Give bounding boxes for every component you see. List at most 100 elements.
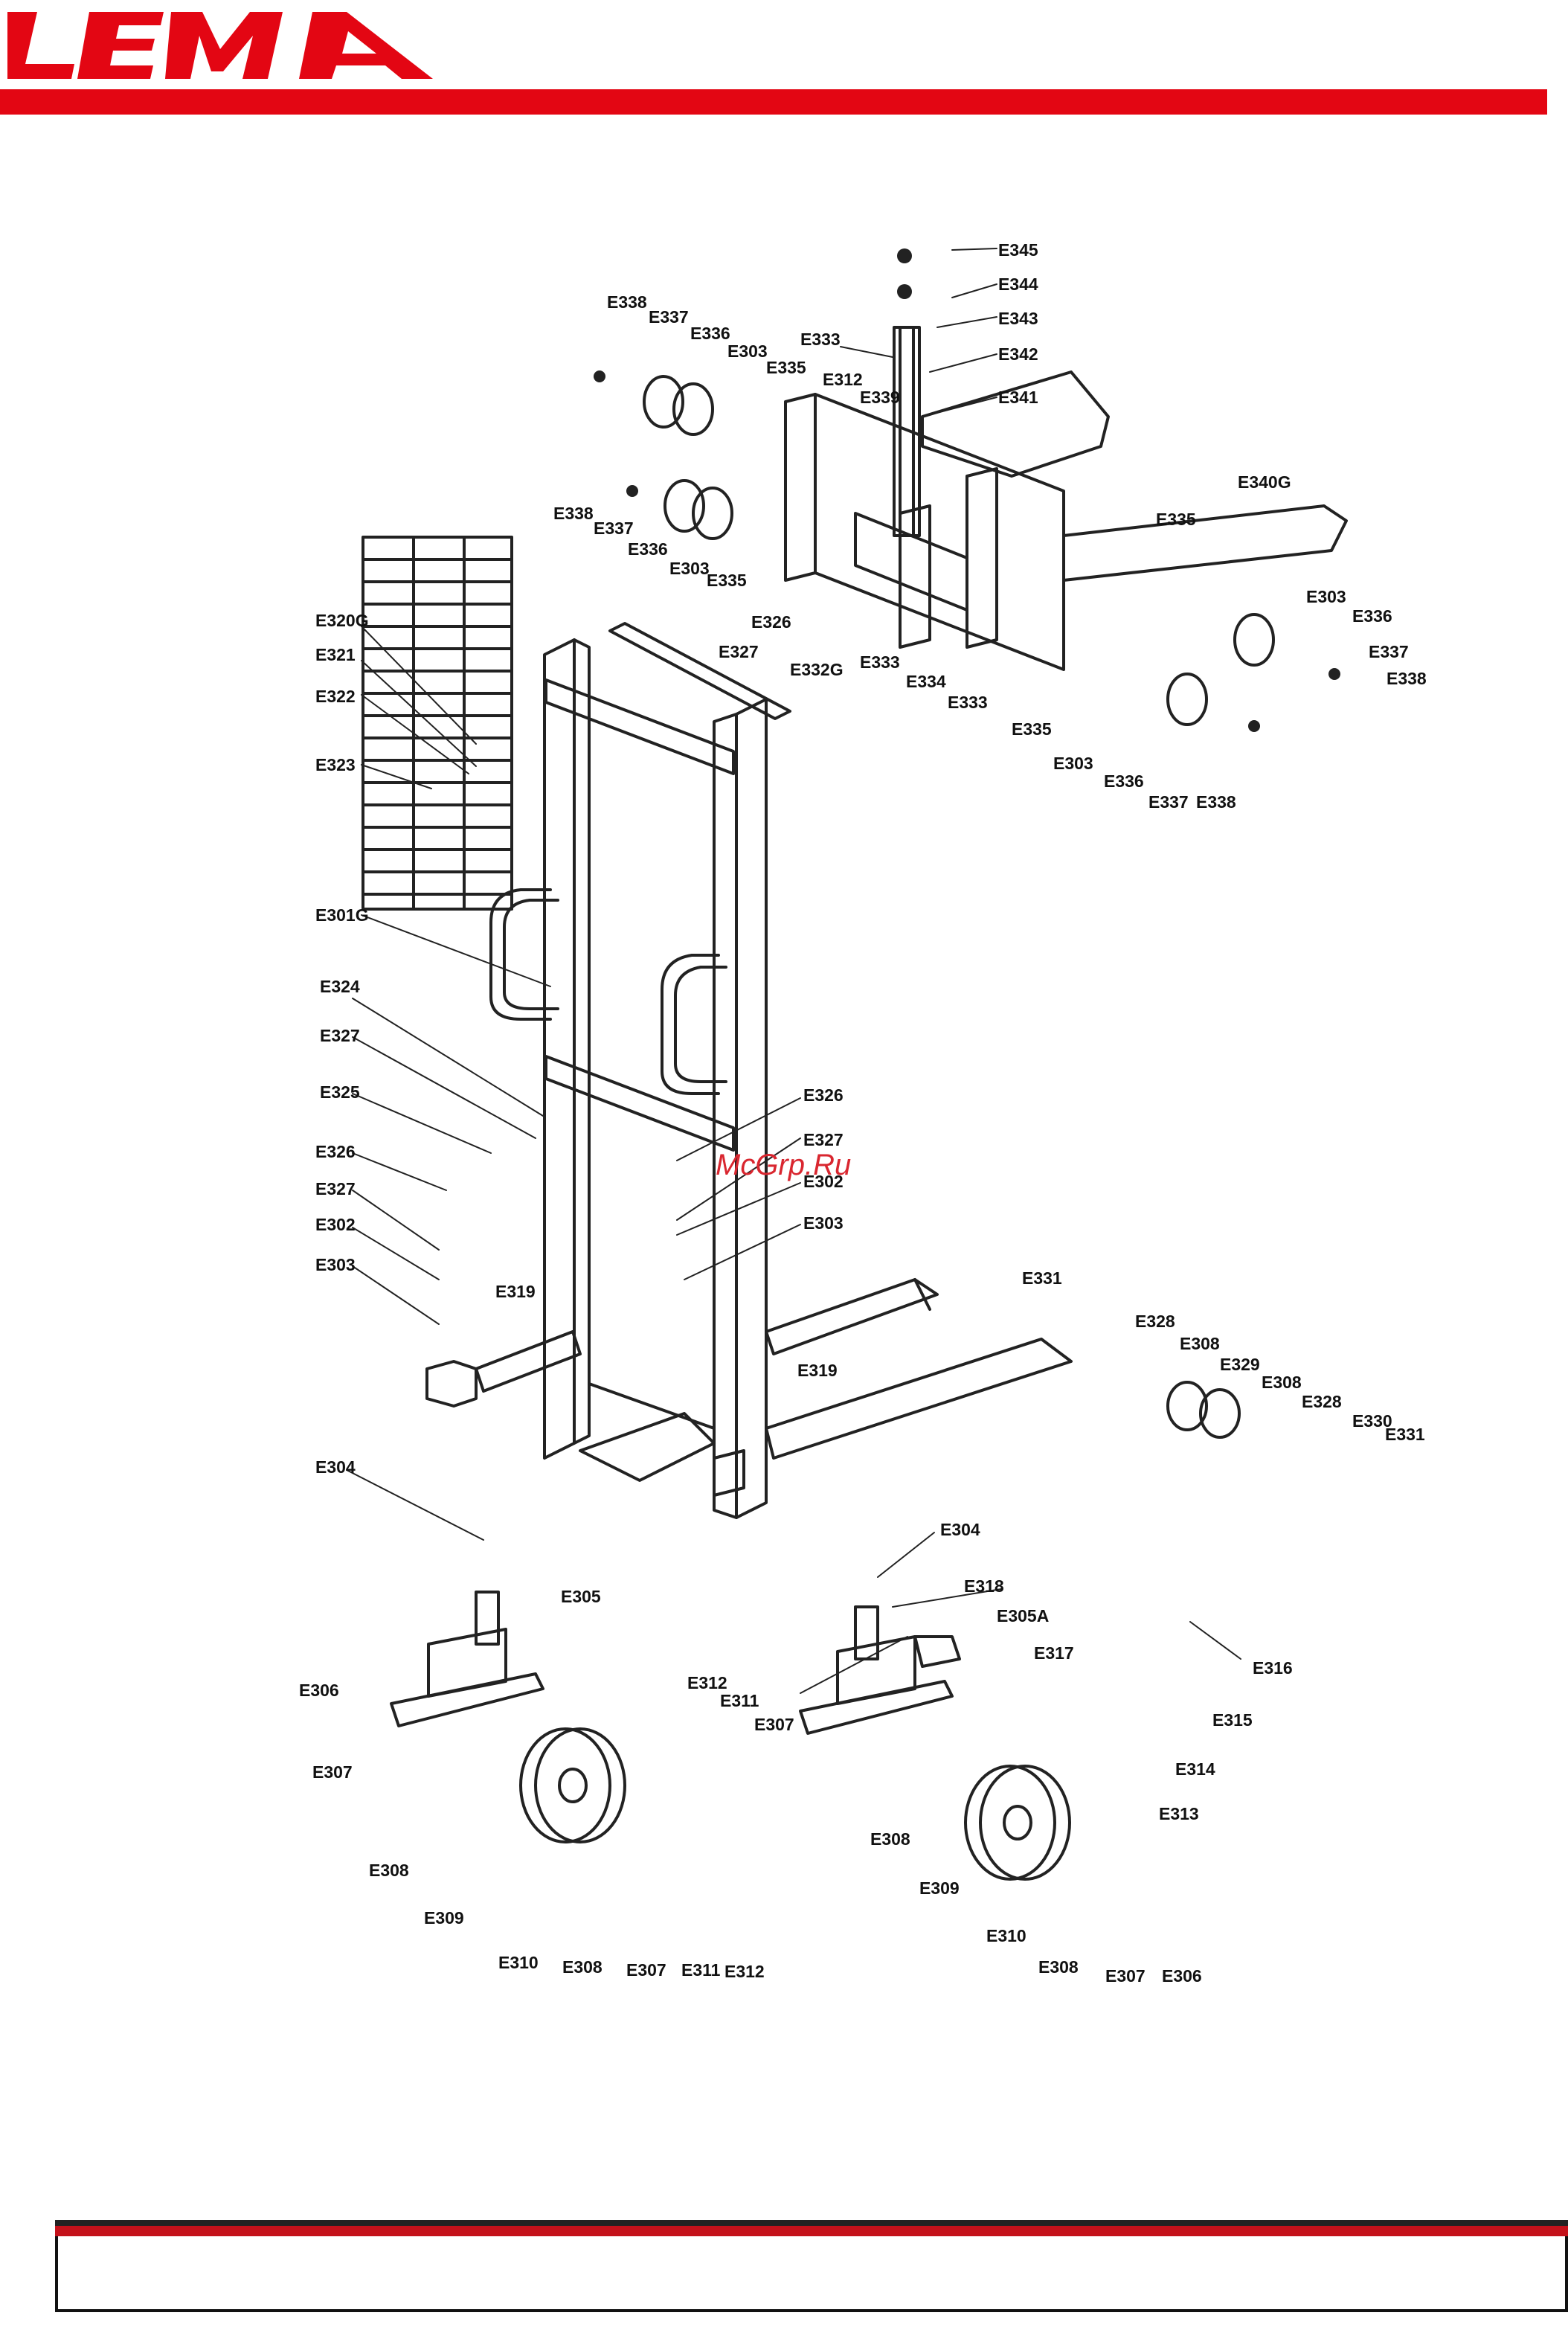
label-e305a: E305A bbox=[997, 1606, 1049, 1625]
label-e324: E324 bbox=[320, 977, 360, 996]
lema-logo bbox=[0, 4, 446, 82]
label-e323: E323 bbox=[315, 755, 356, 774]
label-e336b: E336 bbox=[628, 539, 668, 559]
label-e303: E303 bbox=[727, 341, 768, 361]
label-e336d: E336 bbox=[1104, 771, 1144, 791]
label-e325: E325 bbox=[320, 1082, 360, 1102]
label-e339: E339 bbox=[860, 388, 900, 407]
label-e338b: E338 bbox=[553, 504, 594, 523]
label-e310: E310 bbox=[498, 1953, 539, 1972]
label-e331: E331 bbox=[1022, 1268, 1062, 1288]
label-e309: E309 bbox=[424, 1908, 464, 1928]
label-e327b: E327 bbox=[320, 1026, 360, 1045]
label-e308c: E308 bbox=[369, 1861, 409, 1880]
footer-dark-rule bbox=[55, 2220, 1568, 2226]
label-e336c: E336 bbox=[1352, 606, 1392, 626]
label-e318: E318 bbox=[964, 1576, 1004, 1596]
top-plate bbox=[608, 622, 791, 720]
label-e304b: E304 bbox=[940, 1520, 980, 1539]
label-e338c: E338 bbox=[1387, 669, 1427, 688]
label-e303c: E303 bbox=[1306, 587, 1346, 606]
label-e303e: E303 bbox=[803, 1213, 844, 1233]
label-e338d: E338 bbox=[1196, 792, 1236, 812]
footer-box bbox=[55, 2220, 1568, 2312]
label-e303d: E303 bbox=[1053, 754, 1093, 773]
label-e343: E343 bbox=[998, 309, 1038, 328]
label-e326b: E326 bbox=[803, 1085, 844, 1105]
label-e326: E326 bbox=[751, 612, 791, 632]
label-e337c: E337 bbox=[1369, 642, 1409, 661]
label-e335d: E335 bbox=[1012, 719, 1052, 739]
label-e308b: E308 bbox=[1262, 1373, 1302, 1392]
label-e340g: E340G bbox=[1238, 472, 1291, 492]
label-e345: E345 bbox=[998, 240, 1038, 260]
label-e313: E313 bbox=[1159, 1804, 1199, 1823]
chain bbox=[893, 326, 921, 537]
label-e314: E314 bbox=[1175, 1759, 1215, 1779]
fork-carriage bbox=[784, 393, 1065, 671]
label-e317: E317 bbox=[1034, 1643, 1074, 1663]
load-backrest-grid bbox=[362, 536, 513, 911]
watermark-text: McGrp.Ru bbox=[716, 1149, 852, 1181]
label-e310b: E310 bbox=[986, 1926, 1026, 1945]
right-wheel bbox=[964, 1765, 1071, 1881]
label-e308f: E308 bbox=[1038, 1957, 1079, 1977]
label-e328b: E328 bbox=[1302, 1392, 1342, 1411]
label-e308: E308 bbox=[1180, 1334, 1220, 1353]
label-e315: E315 bbox=[1212, 1710, 1253, 1730]
label-e305: E305 bbox=[561, 1587, 601, 1606]
label-e320g: E320G bbox=[315, 611, 369, 630]
label-e326c: E326 bbox=[315, 1142, 356, 1161]
label-e306b: E306 bbox=[1162, 1966, 1202, 1986]
left-steer-arm bbox=[425, 1330, 582, 1408]
label-e304: E304 bbox=[315, 1457, 356, 1477]
label-e335c: E335 bbox=[1156, 510, 1196, 529]
label-e312b: E312 bbox=[687, 1673, 727, 1692]
right-caster-bracket bbox=[799, 1605, 961, 1735]
logo-graphic bbox=[7, 12, 433, 79]
label-e312: E312 bbox=[823, 370, 863, 389]
label-e309b: E309 bbox=[919, 1878, 960, 1898]
label-e316: E316 bbox=[1253, 1658, 1293, 1678]
label-e344: E344 bbox=[998, 275, 1038, 294]
label-e335b: E335 bbox=[707, 571, 747, 590]
label-e341: E341 bbox=[998, 388, 1038, 407]
fork-blade-upper bbox=[921, 370, 1348, 582]
label-e333c: E333 bbox=[948, 693, 988, 712]
label-e327: E327 bbox=[719, 642, 759, 661]
label-e338: E338 bbox=[607, 292, 647, 312]
label-e311: E311 bbox=[720, 1691, 759, 1710]
left-wheel bbox=[519, 1727, 626, 1843]
label-e319b: E319 bbox=[797, 1361, 838, 1380]
label-e331b: E331 bbox=[1385, 1425, 1425, 1444]
label-e321: E321 bbox=[315, 645, 356, 664]
label-e308d: E308 bbox=[870, 1829, 910, 1849]
label-e311b: E311 bbox=[681, 1960, 721, 1980]
label-e307d: E307 bbox=[1105, 1966, 1146, 1986]
label-e308e: E308 bbox=[562, 1957, 603, 1977]
label-e334: E334 bbox=[906, 672, 946, 691]
label-e332g: E332G bbox=[790, 660, 844, 679]
label-e322: E322 bbox=[315, 687, 356, 706]
label-e306: E306 bbox=[299, 1681, 339, 1700]
label-e319: E319 bbox=[495, 1282, 536, 1301]
mast-frame bbox=[489, 638, 768, 1519]
label-e337b: E337 bbox=[594, 519, 634, 538]
label-e342: E342 bbox=[998, 344, 1038, 364]
base-legs bbox=[765, 1278, 1073, 1460]
label-e302: E302 bbox=[803, 1172, 844, 1191]
label-e307c: E307 bbox=[626, 1960, 666, 1980]
label-e336: E336 bbox=[690, 324, 730, 343]
label-e337: E337 bbox=[649, 307, 689, 327]
label-e303b: E303 bbox=[669, 559, 710, 578]
label-e302b: E302 bbox=[315, 1215, 356, 1234]
label-e333: E333 bbox=[800, 330, 841, 349]
label-e327c: E327 bbox=[803, 1130, 844, 1149]
roller bbox=[1166, 1381, 1208, 1431]
label-e327d: E327 bbox=[315, 1179, 356, 1198]
right-post bbox=[713, 1449, 745, 1497]
label-e328: E328 bbox=[1135, 1312, 1175, 1331]
label-e335: E335 bbox=[766, 358, 806, 377]
